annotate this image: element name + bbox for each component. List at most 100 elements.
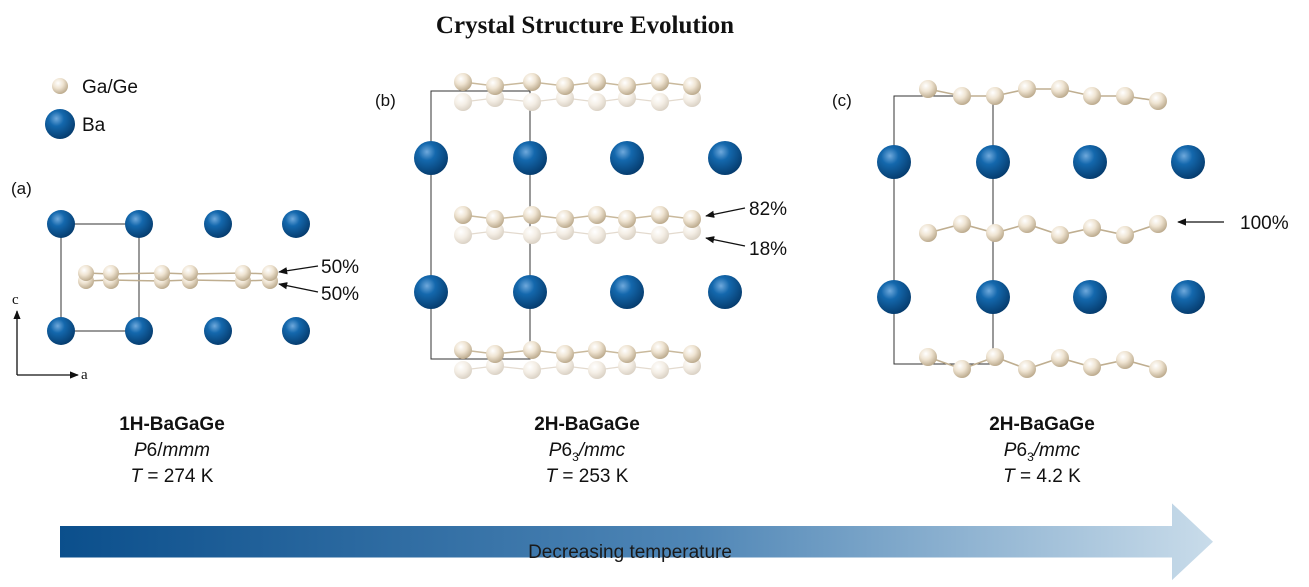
temperature-arrow-label: Decreasing temperature	[528, 542, 732, 563]
ga-ge-atom	[986, 87, 1004, 105]
ga-ge-atom	[953, 87, 971, 105]
ga-ge-atom-major	[588, 341, 606, 359]
panel-a-name: 1H-BaGaGe	[119, 414, 225, 435]
ba-atom	[47, 317, 75, 345]
ba-atom	[610, 141, 644, 175]
temperature-arrow-shape	[60, 503, 1213, 581]
ga-ge-atom-major	[454, 206, 472, 224]
ga-ge-atom-major	[556, 210, 574, 228]
panel-c-unit-cell	[893, 95, 994, 365]
legend-ga-ge-marker	[52, 78, 68, 94]
panel-a-tag: (a)	[11, 179, 32, 198]
panel-a-occupancy-1: 50%	[321, 257, 359, 278]
panel-c-occupancy-1: 100%	[1240, 213, 1289, 234]
ga-ge-atom-major	[683, 345, 701, 363]
ga-ge-atom	[1051, 80, 1069, 98]
panel-c-temperature: T = 4.2 K	[1003, 466, 1081, 487]
ga-ge-atom	[1149, 215, 1167, 233]
panel-a-occupancy-2: 50%	[321, 284, 359, 305]
ga-ge-atom	[919, 80, 937, 98]
ga-ge-atom	[262, 265, 278, 281]
ba-atom	[414, 275, 448, 309]
panel-a: (a) 50% 50% c a 1H-BaGaGe P6/mmm T = 274…	[11, 179, 359, 487]
ba-atom	[47, 210, 75, 238]
ga-ge-atom-major	[523, 73, 541, 91]
ba-atom	[1073, 145, 1107, 179]
ga-ge-atom-minor	[523, 226, 541, 244]
panel-b-temperature: T = 253 K	[546, 466, 629, 487]
panel-b-space-group: P63/mmc	[549, 440, 626, 464]
panel-a-arrow-1	[278, 265, 319, 275]
ba-atom	[204, 210, 232, 238]
legend-ba-label: Ba	[82, 115, 106, 136]
ga-ge-atom-major	[618, 345, 636, 363]
legend-ga-ge-label: Ga/Ge	[82, 77, 138, 98]
ga-ge-atom	[1116, 87, 1134, 105]
ga-ge-atom	[1018, 215, 1036, 233]
ga-ge-atom	[953, 215, 971, 233]
panel-b: (b) 82% 18% 2H-BaGaGe P63/mmc T = 253 K	[375, 73, 787, 487]
ba-atom	[513, 275, 547, 309]
ga-ge-atom-minor	[454, 93, 472, 111]
c-axis-label: c	[12, 292, 19, 308]
ga-ge-atom-major	[618, 210, 636, 228]
panel-b-tag: (b)	[375, 91, 396, 110]
ga-ge-atom	[103, 265, 119, 281]
temperature-arrow: Decreasing temperature	[60, 503, 1213, 581]
ba-atom	[414, 141, 448, 175]
ga-ge-atom-minor	[651, 226, 669, 244]
panel-c-name: 2H-BaGaGe	[989, 414, 1095, 435]
ga-ge-atom-minor	[523, 361, 541, 379]
panel-a-ga-ge-atoms	[78, 265, 278, 289]
ga-ge-atom-major	[588, 206, 606, 224]
ga-ge-atom-major	[651, 206, 669, 224]
ga-ge-atom-minor	[588, 226, 606, 244]
ga-ge-atom	[1149, 92, 1167, 110]
ga-ge-atom-major	[683, 77, 701, 95]
ga-ge-atom-minor	[454, 361, 472, 379]
ga-ge-atom-major	[523, 206, 541, 224]
ba-atom	[204, 317, 232, 345]
ba-atom	[877, 280, 911, 314]
ga-ge-atom-major	[556, 77, 574, 95]
panel-b-arrow-1	[705, 207, 746, 218]
ba-atom	[976, 280, 1010, 314]
panel-c-tag: (c)	[832, 91, 852, 110]
panel-c-space-group: P63/mmc	[1004, 440, 1081, 464]
ga-ge-atom	[1051, 226, 1069, 244]
ga-ge-atom-major	[523, 341, 541, 359]
ba-atom	[125, 317, 153, 345]
panel-a-temperature: T = 274 K	[131, 466, 214, 487]
legend-ba-marker	[45, 109, 75, 139]
ga-ge-atom-major	[486, 77, 504, 95]
ga-ge-atom	[1051, 349, 1069, 367]
panel-b-occupancy-2: 18%	[749, 239, 787, 260]
ga-ge-atom	[953, 360, 971, 378]
panel-c: (c) 100% 2H-BaGaGe P63/mmc T = 4.2 K	[832, 80, 1289, 487]
panel-c-ga-ge-atoms	[919, 80, 1167, 378]
ba-atom	[610, 275, 644, 309]
ga-ge-atom-minor	[651, 93, 669, 111]
panel-b-unit-cell	[430, 90, 531, 360]
ga-ge-atom-minor	[454, 226, 472, 244]
ga-ge-atom	[1116, 351, 1134, 369]
ga-ge-atom	[919, 224, 937, 242]
panel-a-arrow-2	[278, 282, 319, 293]
ba-atom	[877, 145, 911, 179]
ba-atom	[282, 210, 310, 238]
ba-atom	[708, 141, 742, 175]
a-axis-label: a	[81, 367, 88, 383]
ba-atom	[708, 275, 742, 309]
ga-ge-atom	[986, 224, 1004, 242]
ga-ge-atom-minor	[651, 361, 669, 379]
ga-ge-atom-major	[454, 73, 472, 91]
legend: Ga/Ge Ba	[45, 77, 138, 139]
panel-b-occupancy-1: 82%	[749, 199, 787, 220]
ga-ge-atom	[1018, 80, 1036, 98]
ga-ge-atom-minor	[588, 361, 606, 379]
panel-a-space-group: P6/mmm	[134, 440, 210, 461]
ga-ge-atom	[1083, 219, 1101, 237]
panel-b-ba-atoms	[414, 141, 742, 309]
ba-atom	[1171, 145, 1205, 179]
panel-b-name: 2H-BaGaGe	[534, 414, 640, 435]
